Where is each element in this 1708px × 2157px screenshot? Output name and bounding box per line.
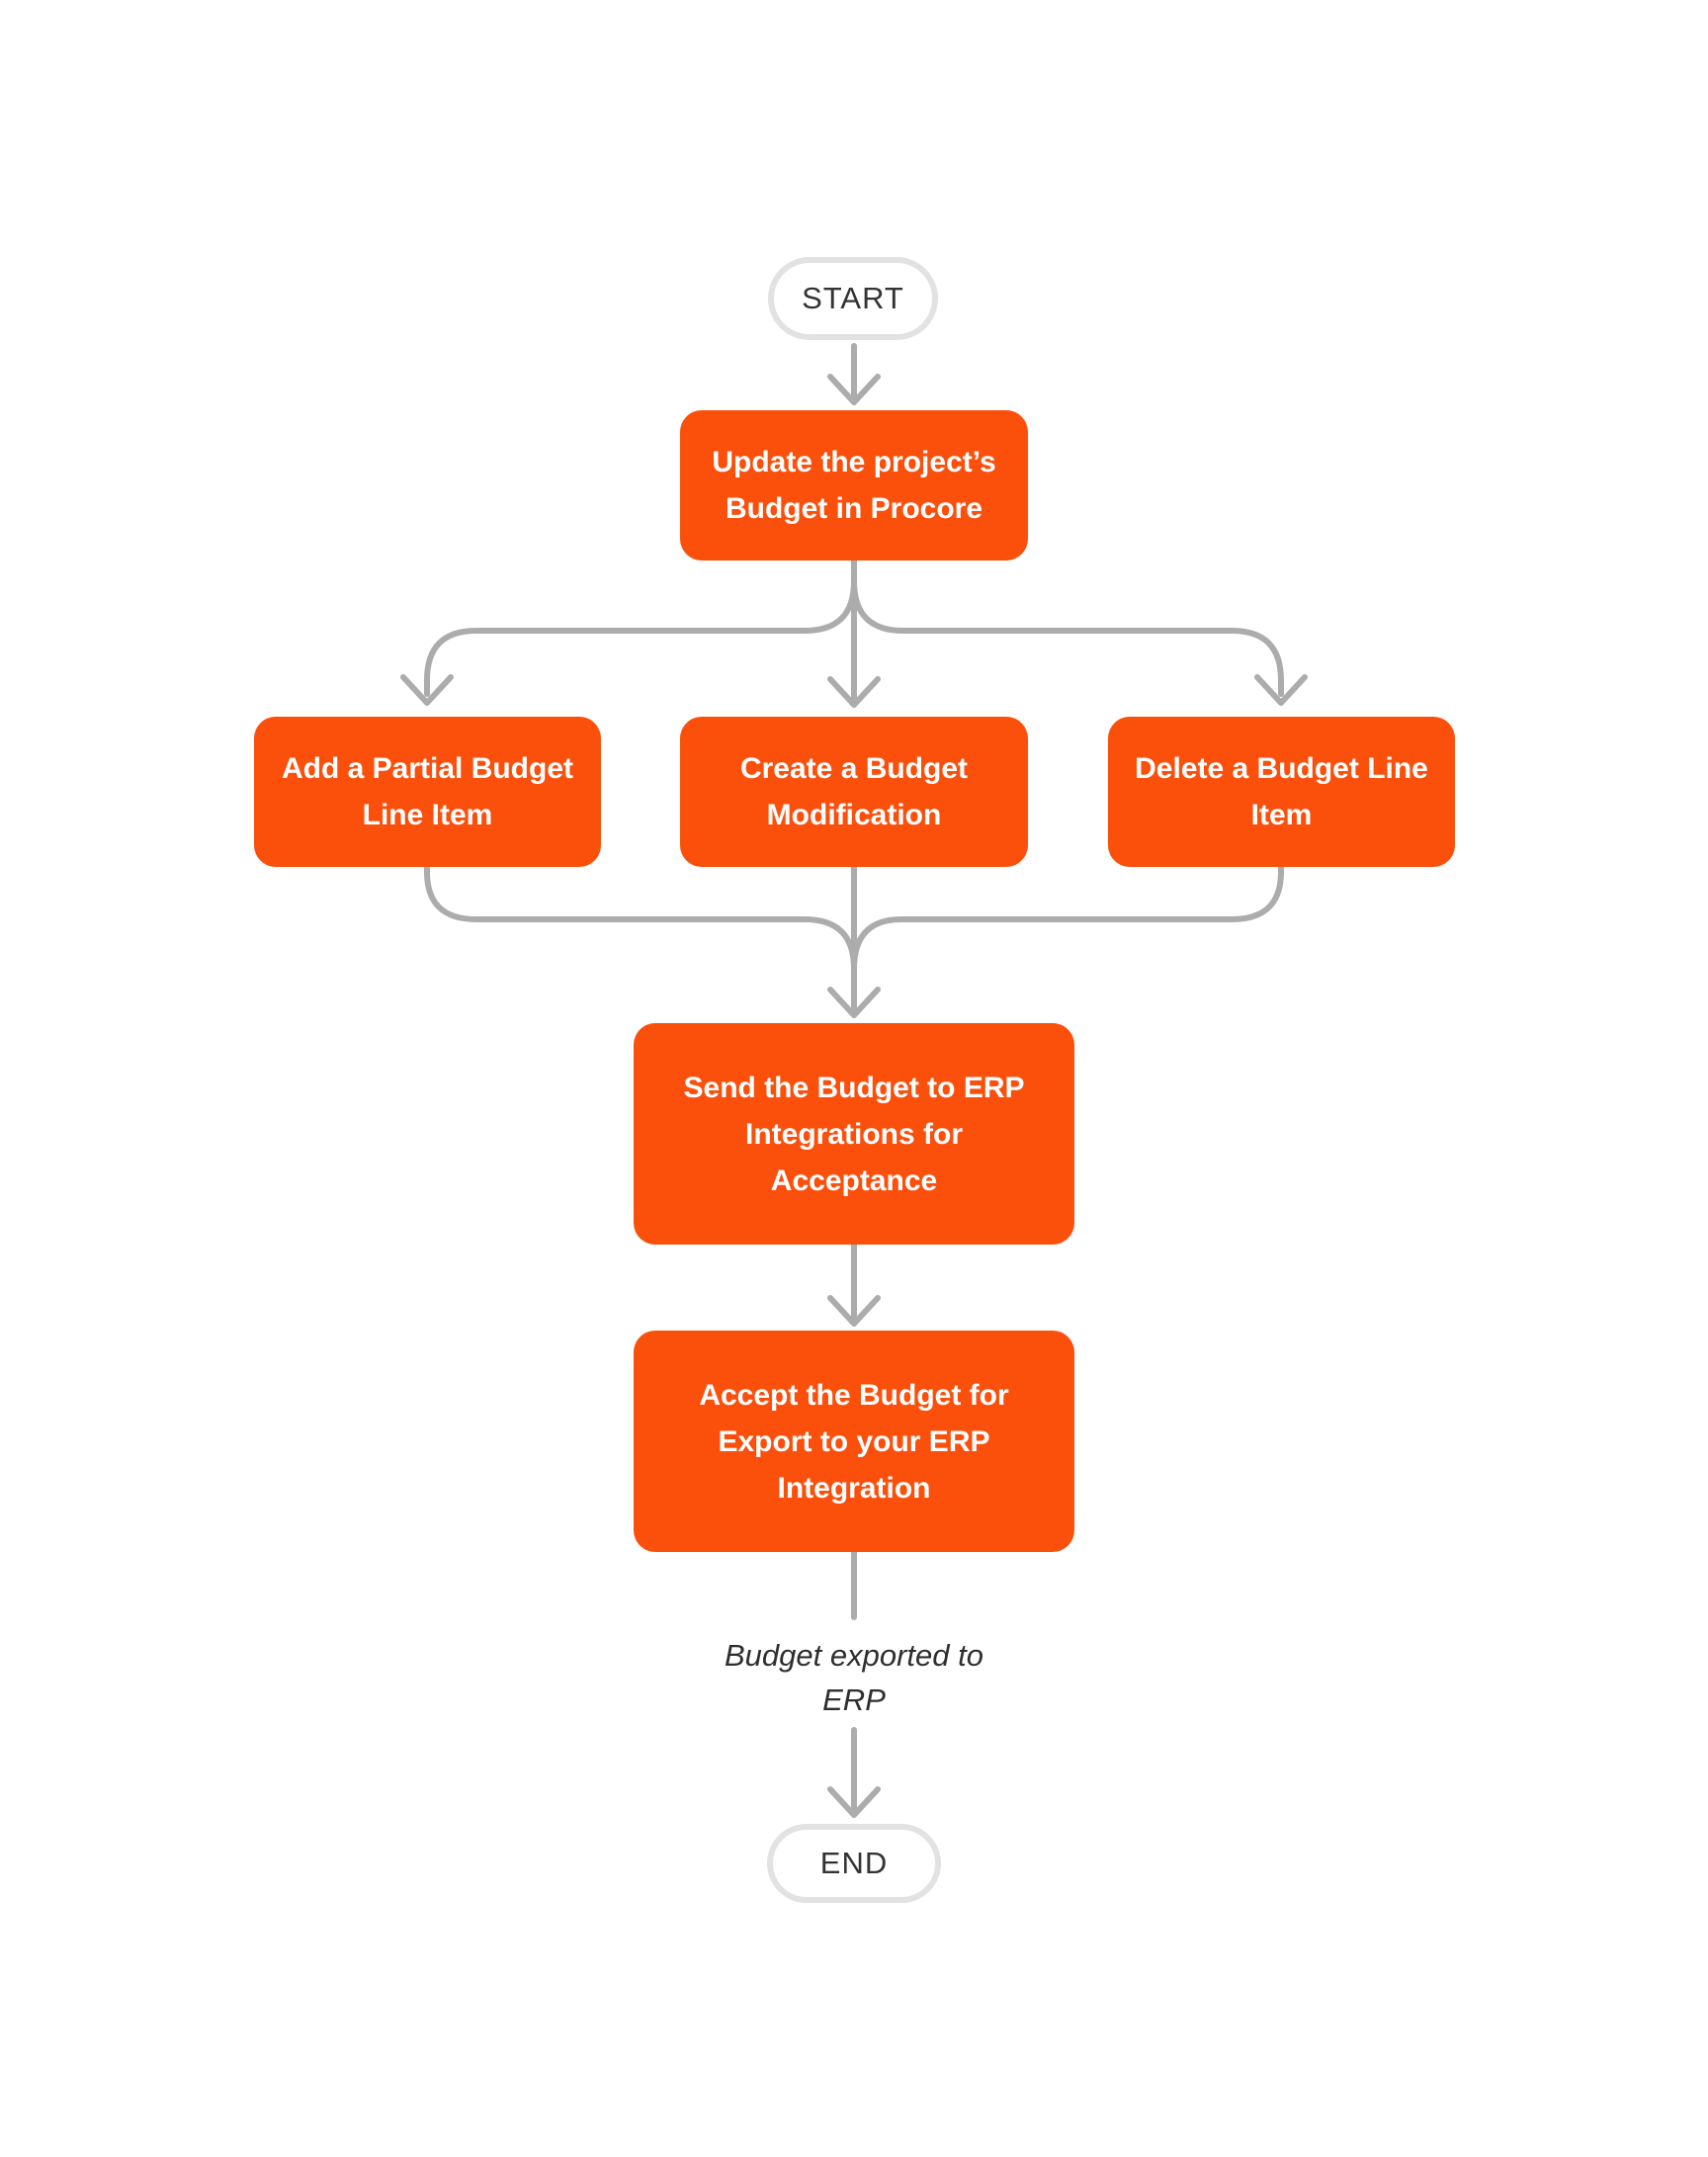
node-end-label: END	[819, 1846, 889, 1880]
edge-update-to-delete	[851, 578, 1284, 697]
arrowhead-update-to-delete	[1254, 674, 1308, 706]
node-create-budget-modification-label: Create a Budget Modification	[739, 752, 969, 831]
edge-add-partial-to-send	[424, 864, 857, 972]
arrowhead-start-to-update	[827, 374, 881, 405]
node-delete-budget-line-item-label: Delete a Budget Line Item	[1135, 752, 1428, 831]
node-start-label: START	[802, 281, 904, 315]
arrowhead-merge-to-send	[827, 987, 881, 1018]
arrowhead-send-to-accept	[827, 1295, 881, 1327]
node-start: START	[768, 257, 938, 340]
node-send-budget-to-erp: Send the Budget to ERP Integrations for …	[634, 1023, 1074, 1245]
edge-label-budget-exported: Budget exported to ERP	[725, 1638, 983, 1717]
node-create-budget-modification: Create a Budget Modification	[680, 717, 1028, 867]
edge-delete-to-send	[851, 864, 1284, 972]
node-delete-budget-line-item: Delete a Budget Line Item	[1108, 717, 1455, 867]
arrowhead-update-to-create	[827, 676, 881, 708]
arrowhead-update-to-add-partial	[400, 674, 454, 706]
arrowhead-label-to-end	[827, 1786, 881, 1818]
node-accept-budget-for-export-label: Accept the Budget for Export to your ERP…	[699, 1378, 1009, 1505]
node-add-partial-line-item: Add a Partial Budget Line Item	[254, 717, 601, 867]
node-update-budget: Update the project’s Budget in Procore	[680, 410, 1028, 561]
node-send-budget-to-erp-label: Send the Budget to ERP Integrations for …	[683, 1071, 1025, 1197]
node-update-budget-label: Update the project’s Budget in Procore	[712, 446, 996, 525]
node-end: END	[767, 1824, 941, 1903]
edge-update-to-add-partial	[424, 578, 857, 697]
node-accept-budget-for-export: Accept the Budget for Export to your ERP…	[634, 1331, 1074, 1552]
node-add-partial-line-item-label: Add a Partial Budget Line Item	[281, 752, 574, 831]
